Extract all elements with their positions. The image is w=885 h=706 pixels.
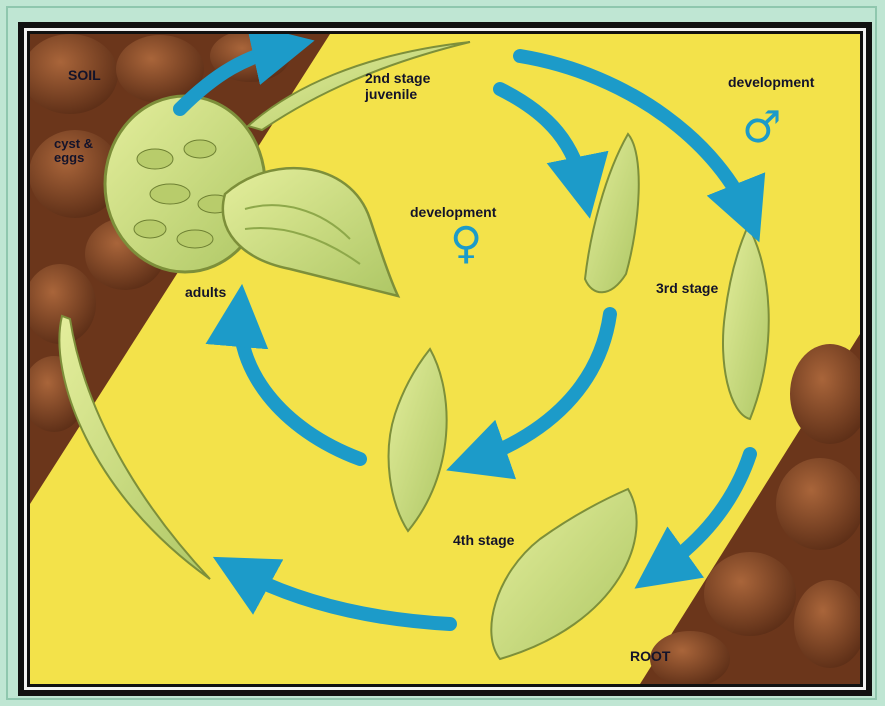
fourth-stage-male (491, 489, 636, 659)
fourth-stage-female (389, 349, 447, 531)
arrow-juvenile-to-female-third (500, 89, 585, 194)
third-stage-label: 3rd stage (656, 280, 718, 296)
cyst-eggs-label: cyst & eggs (54, 137, 93, 165)
third-stage-female (585, 134, 639, 292)
female-symbol-icon: ♀ (450, 222, 482, 266)
arrow-female-third-to-fourth (470, 314, 610, 462)
development-male-label: development (728, 74, 814, 90)
root-label: ROOT (630, 648, 670, 664)
fourth-stage-label: 4th stage (453, 532, 514, 548)
male-symbol-icon: ♂ (742, 106, 781, 150)
arrow-fourth-male-to-adult (235, 569, 450, 624)
adults-label: adults (185, 284, 226, 300)
diagram-artwork (30, 34, 860, 684)
life-cycle-diagram: SOIL cyst & eggs 2nd stage juvenile deve… (30, 34, 860, 684)
third-stage-male (723, 226, 769, 419)
soil-label: SOIL (68, 67, 101, 83)
adult-female-nematode (223, 168, 398, 296)
arrow-fourth-female-to-adult (240, 309, 360, 459)
second-stage-juvenile-label: 2nd stage juvenile (365, 70, 430, 102)
